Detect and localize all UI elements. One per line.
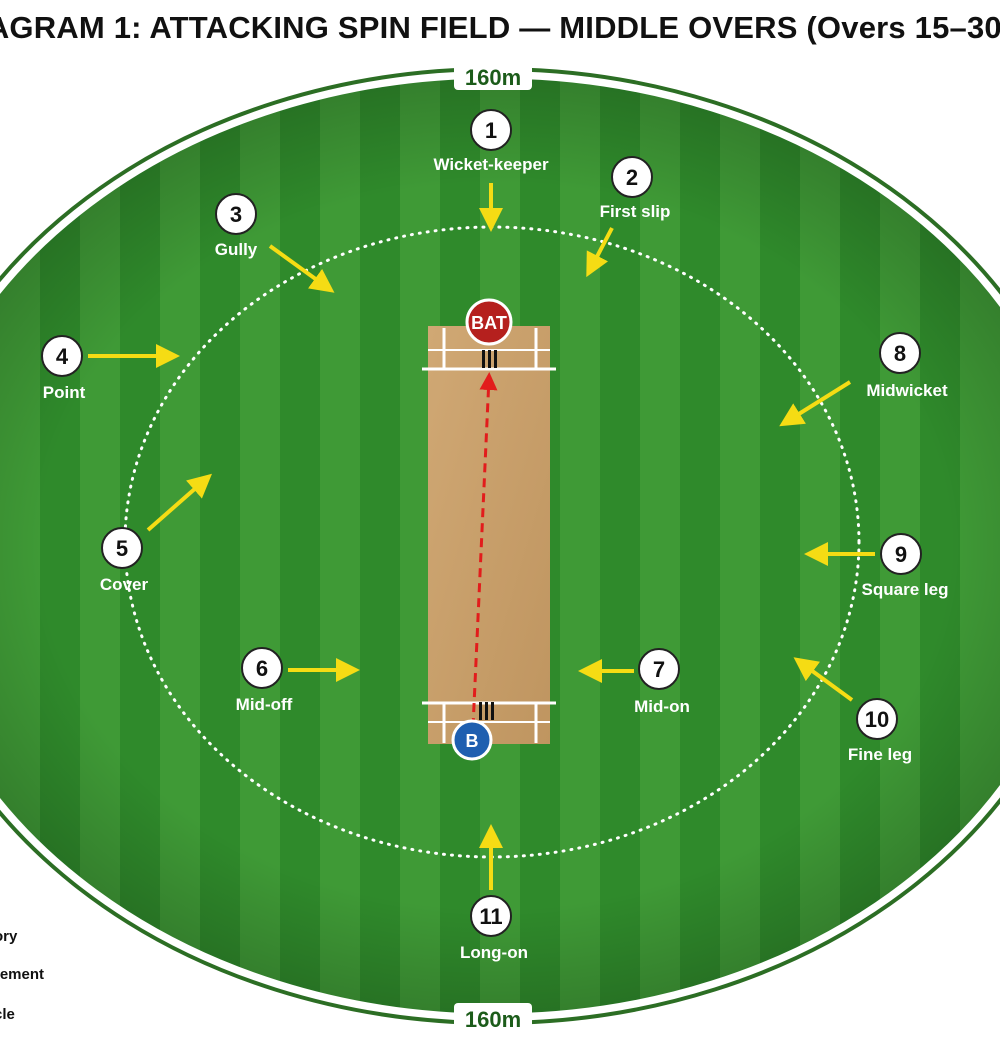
boundary-label-bottom: 160m bbox=[454, 1003, 532, 1033]
legend-item-movement: rement bbox=[0, 966, 45, 983]
fielder-label: Mid-on bbox=[634, 697, 690, 716]
fielder-marker bbox=[611, 156, 653, 198]
movement-arrow bbox=[268, 244, 335, 293]
fielder-label: Square leg bbox=[862, 580, 949, 599]
fielder-number: 2 bbox=[626, 165, 638, 190]
svg-text:160m: 160m bbox=[465, 1007, 521, 1032]
fielder-number: 6 bbox=[256, 656, 268, 681]
diagram-title: IAGRAM 1: ATTACKING SPIN FIELD — MIDDLE … bbox=[0, 10, 1000, 45]
fielder-label: Gully bbox=[215, 240, 258, 259]
fielder-marker bbox=[41, 335, 83, 377]
fielder-number: 11 bbox=[479, 904, 502, 929]
fielder-label: Point bbox=[43, 383, 86, 402]
fielder-marker bbox=[880, 533, 922, 575]
fielder-label: Fine leg bbox=[848, 745, 912, 764]
legend-item-circle: cle bbox=[0, 1006, 15, 1023]
fielder-marker bbox=[101, 527, 143, 569]
fielder-marker bbox=[638, 648, 680, 690]
fielder-number: 3 bbox=[230, 202, 242, 227]
svg-text:BAT: BAT bbox=[471, 313, 507, 333]
legend-item-boundary: ory bbox=[0, 928, 18, 945]
fielder-label: Long-on bbox=[460, 943, 528, 962]
movement-arrow bbox=[779, 380, 852, 427]
svg-text:160m: 160m bbox=[465, 65, 521, 90]
fielder-label: Mid-off bbox=[236, 695, 293, 714]
fielder-marker bbox=[241, 647, 283, 689]
fielder-label: Cover bbox=[100, 575, 149, 594]
fielder-number: 4 bbox=[56, 344, 69, 369]
stumps-top bbox=[482, 350, 497, 368]
svg-text:B: B bbox=[466, 731, 479, 751]
fielder-marker bbox=[470, 109, 512, 151]
boundary-label-top: 160m bbox=[454, 62, 532, 90]
fielder-marker bbox=[879, 332, 921, 374]
movement-arrow bbox=[586, 227, 614, 278]
fielder-number: 7 bbox=[653, 657, 665, 682]
fielder-number: 9 bbox=[895, 542, 907, 567]
fielder-number: 5 bbox=[116, 536, 128, 561]
fielder-number: 10 bbox=[865, 707, 889, 732]
fielder-marker bbox=[470, 895, 512, 937]
bowler-marker: B bbox=[451, 719, 493, 761]
movement-arrow bbox=[146, 473, 213, 532]
fielder-label: Midwicket bbox=[866, 381, 948, 400]
fielder-marker bbox=[215, 193, 257, 235]
batter-marker: BAT bbox=[465, 298, 513, 346]
fielder-label: Wicket-keeper bbox=[433, 155, 549, 174]
delivery-path bbox=[471, 372, 498, 728]
fielder-label: First slip bbox=[600, 202, 671, 221]
fielder-marker bbox=[856, 698, 898, 740]
fielder-number: 1 bbox=[485, 118, 497, 143]
fielder-number: 8 bbox=[894, 341, 906, 366]
movement-arrow bbox=[793, 657, 854, 702]
stumps-bottom bbox=[479, 702, 494, 720]
